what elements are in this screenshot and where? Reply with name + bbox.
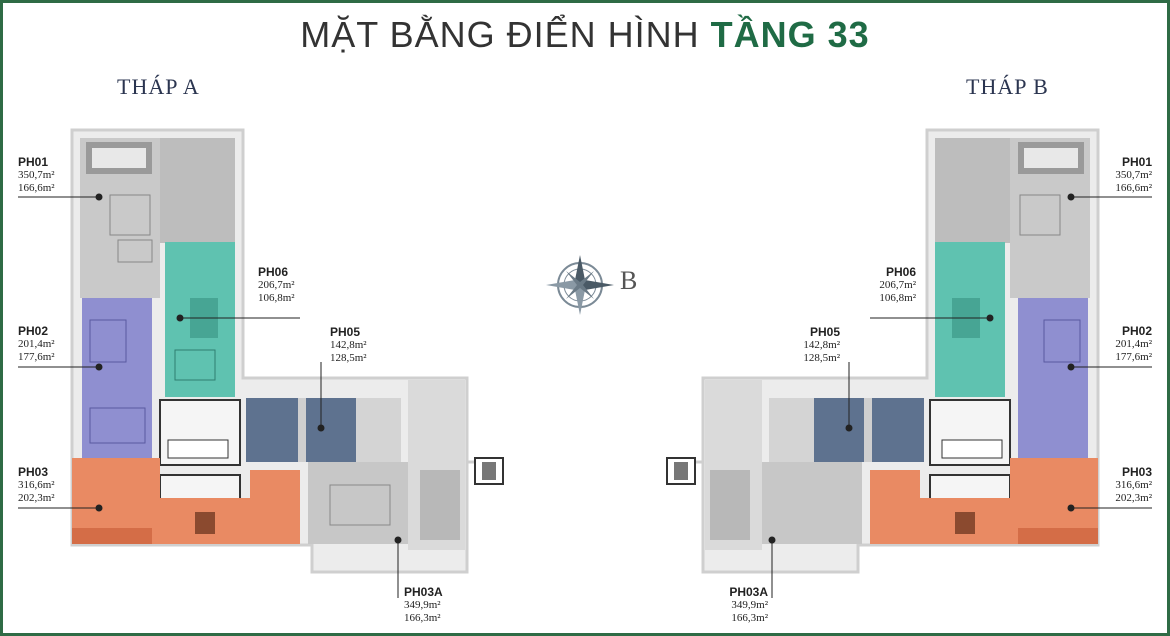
- tower-b-ph02-label: PH02 201,4m² 177,6m²: [1115, 325, 1152, 364]
- unit-code: PH01: [1121, 155, 1152, 169]
- unit-area-2: 166,3m²: [404, 612, 441, 624]
- unit-area-2: 166,3m²: [731, 612, 768, 624]
- tower-b-ph03-label: PH03 316,6m² 202,3m²: [1115, 466, 1152, 505]
- unit-area-2: 177,6m²: [18, 351, 55, 363]
- tower-a-ph03-label: PH03 316,6m² 202,3m²: [18, 466, 55, 505]
- compass-icon: [546, 255, 614, 315]
- unit-area-2: 202,3m²: [18, 492, 55, 504]
- unit-area-1: 350,7m²: [18, 169, 55, 181]
- tower-a-ph05-label: PH05 142,8m² 128,5m²: [330, 326, 367, 365]
- page-title: MẶT BẰNG ĐIỂN HÌNH TẦNG 33: [0, 14, 1170, 56]
- tower-a-ph06-label: PH06 206,7m² 106,8m²: [258, 266, 295, 305]
- unit-code: PH05: [330, 325, 361, 339]
- unit-area-1: 201,4m²: [18, 338, 55, 350]
- tower-a-ph01-label: PH01 350,7m² 166,6m²: [18, 156, 55, 195]
- unit-area-1: 349,9m²: [731, 599, 768, 611]
- unit-code: PH03: [18, 465, 49, 479]
- unit-area-1: 316,6m²: [1115, 479, 1152, 491]
- unit-area-2: 202,3m²: [1115, 492, 1152, 504]
- tower-a-ph03a-zone: [308, 462, 408, 544]
- unit-area-2: 166,6m²: [18, 182, 55, 194]
- unit-code: PH02: [18, 324, 49, 338]
- unit-code: PH01: [18, 155, 49, 169]
- unit-area-1: 349,9m²: [404, 599, 441, 611]
- unit-area-2: 106,8m²: [879, 292, 916, 304]
- title-floor: TẦNG 33: [710, 14, 870, 55]
- unit-code: PH06: [258, 265, 289, 279]
- tower-b-plan: [666, 128, 1100, 574]
- unit-code: PH03A: [404, 585, 443, 599]
- unit-area-1: 316,6m²: [18, 479, 55, 491]
- unit-code: PH03: [1121, 465, 1152, 479]
- unit-code: PH05: [809, 325, 840, 339]
- unit-area-1: 206,7m²: [879, 279, 916, 291]
- compass-label: B: [620, 266, 638, 295]
- tower-b-ph03a-label: PH03A 349,9m² 166,3m²: [712, 586, 768, 625]
- tower-b-ph06-label: PH06 206,7m² 106,8m²: [862, 266, 916, 305]
- unit-area-1: 350,7m²: [1115, 169, 1152, 181]
- unit-code: PH02: [1121, 324, 1152, 338]
- tower-b-ph05-label: PH05 142,8m² 128,5m²: [786, 326, 840, 365]
- unit-area-2: 177,6m²: [1115, 351, 1152, 363]
- tower-b-leaders: [768, 193, 1152, 598]
- unit-area-1: 142,8m²: [330, 339, 367, 351]
- tower-a-leaders: [18, 193, 402, 598]
- unit-area-2: 128,5m²: [803, 352, 840, 364]
- unit-area-2: 106,8m²: [258, 292, 295, 304]
- tower-a-label: THÁP A: [117, 74, 200, 99]
- unit-area-2: 128,5m²: [330, 352, 367, 364]
- unit-area-1: 142,8m²: [803, 339, 840, 351]
- tower-a-ph02-label: PH02 201,4m² 177,6m²: [18, 325, 55, 364]
- unit-area-1: 206,7m²: [258, 279, 295, 291]
- unit-code: PH06: [885, 265, 916, 279]
- unit-code: PH03A: [729, 585, 768, 599]
- tower-b-label: THÁP B: [966, 74, 1049, 99]
- tower-a-plan: [70, 128, 504, 574]
- tower-a-ph02-zone: [82, 298, 152, 458]
- tower-b-ph01-label: PH01 350,7m² 166,6m²: [1115, 156, 1152, 195]
- title-prefix: MẶT BẰNG ĐIỂN HÌNH: [300, 14, 711, 55]
- tower-a-ph03a-label: PH03A 349,9m² 166,3m²: [404, 586, 443, 625]
- unit-area-1: 201,4m²: [1115, 338, 1152, 350]
- unit-area-2: 166,6m²: [1115, 182, 1152, 194]
